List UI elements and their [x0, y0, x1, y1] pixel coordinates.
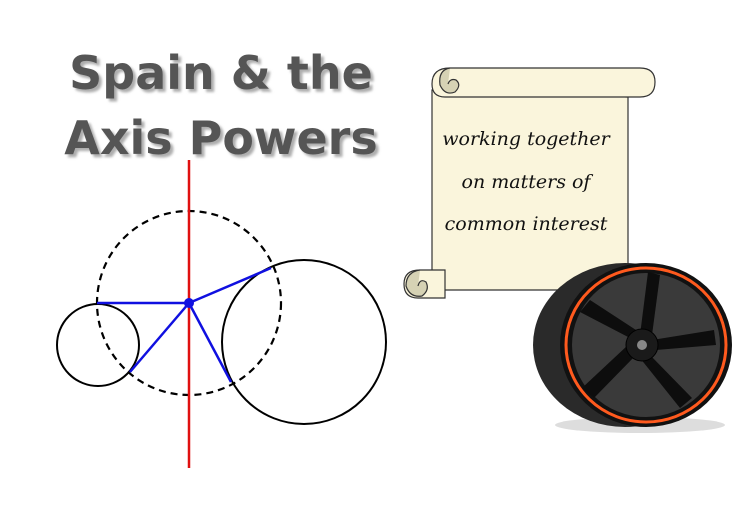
small-circle: [56, 303, 140, 387]
title-line1: Spain & the: [69, 46, 373, 100]
scroll-line-1: working together: [442, 128, 611, 150]
scroll-line-2: on matters of: [462, 171, 594, 193]
wheel-image: [533, 263, 732, 433]
circles-diagram: [56, 160, 387, 468]
title-line2: Axis Powers: [64, 111, 378, 165]
scroll-line-3: common interest: [445, 213, 608, 235]
slide-title: Spain & the Axis Powers: [64, 46, 378, 165]
scroll-text: working together on matters of common in…: [442, 128, 611, 235]
center-point: [184, 298, 194, 308]
scroll-graphic: [403, 67, 656, 299]
large-circle: [221, 259, 387, 425]
connector-lines: [97, 266, 272, 383]
